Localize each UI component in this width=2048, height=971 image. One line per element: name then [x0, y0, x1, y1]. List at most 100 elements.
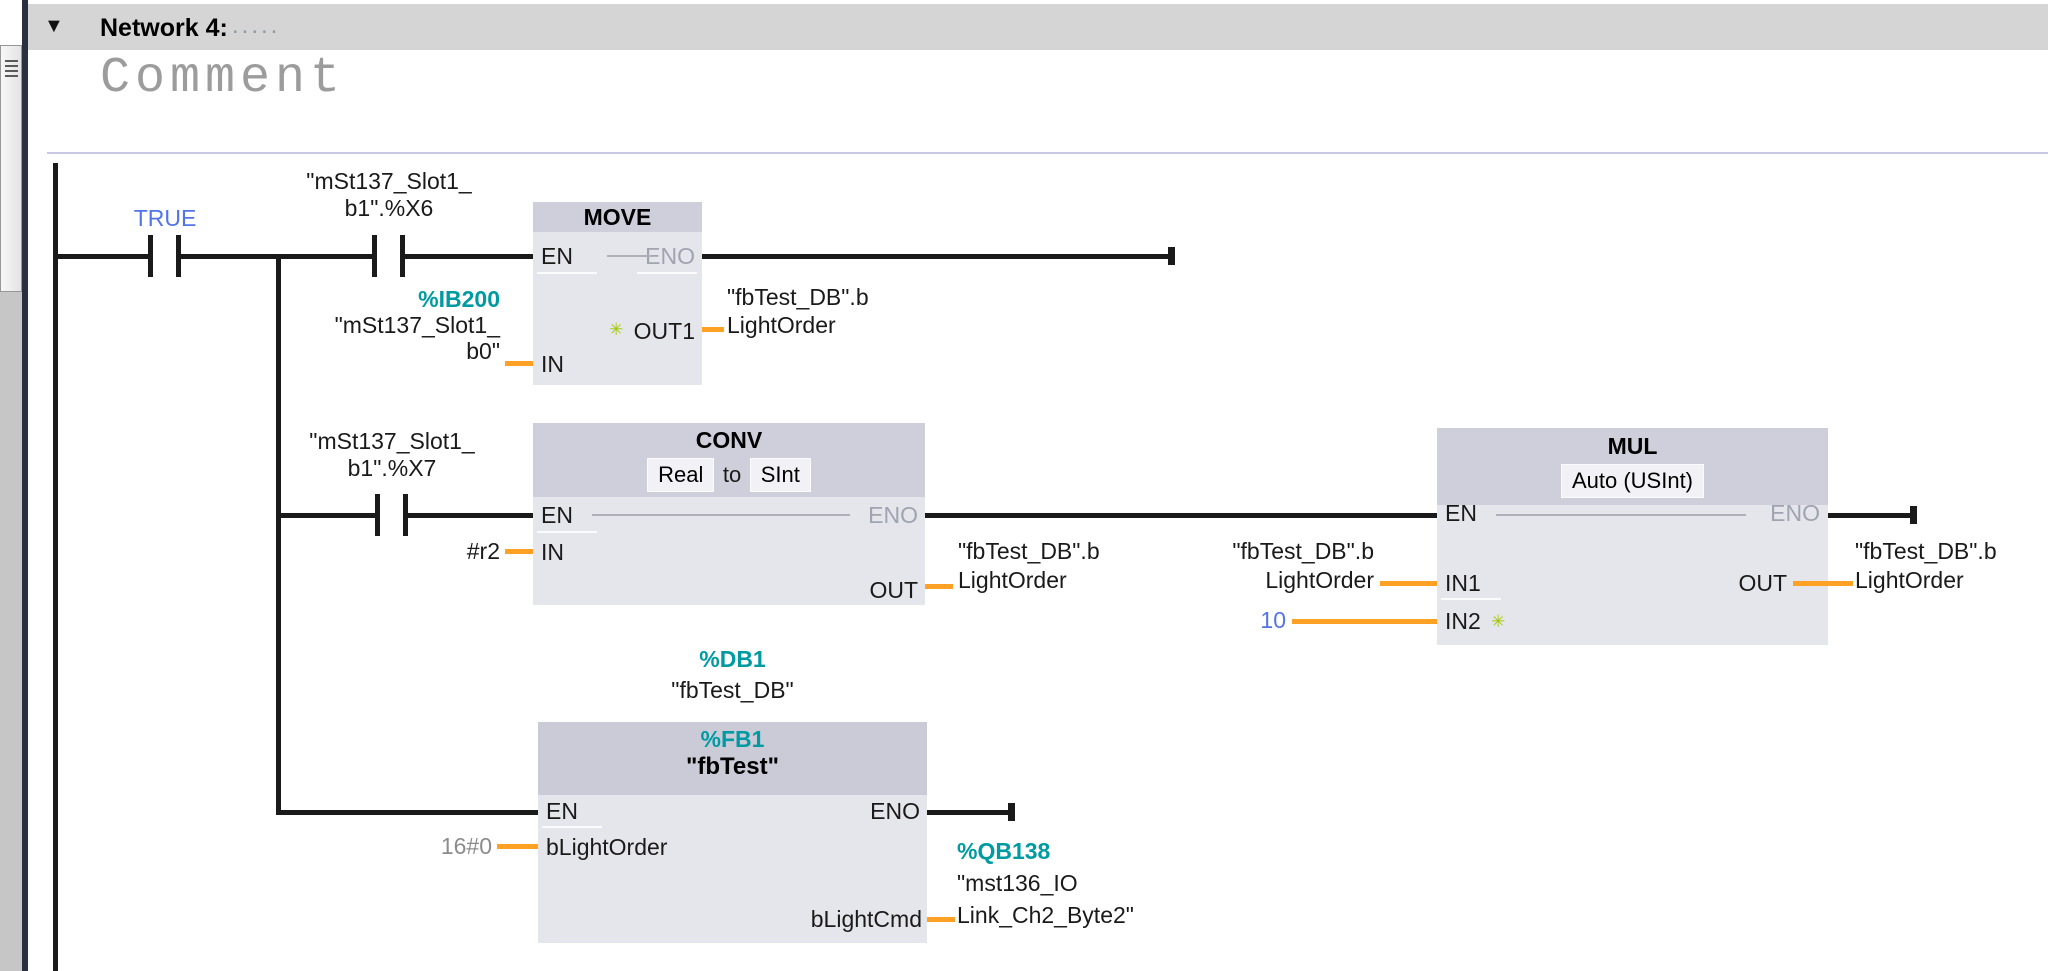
contact-bar[interactable]	[372, 235, 377, 277]
conv-eno-pin[interactable]: ENO	[868, 502, 918, 528]
wire-segment	[281, 513, 375, 518]
operand-line: LightOrder	[1855, 567, 1964, 593]
branch-wire	[276, 254, 281, 815]
mul-out-pin[interactable]: OUT	[1738, 570, 1787, 596]
mul-block[interactable]: MUL Auto (USInt)	[1437, 428, 1828, 645]
contact-bar[interactable]	[400, 235, 405, 277]
mul-in2-operand[interactable]: 10	[1260, 607, 1286, 633]
connection-wire-orange	[497, 844, 538, 849]
operand-line: LightOrder	[727, 312, 836, 338]
fb-db-address[interactable]: %DB1	[699, 646, 766, 672]
add-input-star-icon[interactable]: ✳	[1491, 612, 1506, 631]
operand-line: "fbTest_DB".b	[958, 538, 1100, 564]
comment-separator	[47, 152, 2048, 154]
panel-divider[interactable]	[22, 0, 28, 971]
wire-segment	[925, 513, 1437, 518]
pin-underline	[637, 272, 697, 274]
network-title[interactable]: Network 4:	[100, 14, 228, 42]
operand-address: %QB138	[957, 838, 1051, 864]
operand-line: "fbTest_DB".b	[1855, 538, 1997, 564]
connection-wire-orange	[925, 584, 953, 589]
connection-wire-orange	[505, 549, 533, 554]
connection-wire-orange	[505, 361, 533, 366]
contact-bar[interactable]	[375, 494, 380, 536]
left-scrollbar-thumb[interactable]	[0, 45, 22, 292]
contact-bar[interactable]	[403, 494, 408, 536]
conv-type-to-word: to	[722, 462, 742, 487]
mul-eno-pin[interactable]: ENO	[1770, 500, 1820, 526]
move-out1-pin[interactable]: OUT1	[633, 318, 695, 344]
move-in-operand[interactable]: %IB200 "mSt137_Slot1_ b0"	[297, 286, 500, 364]
fb-eno-pin[interactable]: ENO	[870, 798, 920, 824]
operand-line: b0"	[466, 338, 500, 364]
contact-x7-operand[interactable]: "mSt137_Slot1_ b1".%X7	[290, 428, 494, 482]
fb-out-operand[interactable]: %QB138 "mst136_IO Link_Ch2_Byte2"	[957, 835, 1134, 931]
mul-en-pin[interactable]: EN	[1445, 500, 1477, 526]
operand-line: "fbTest_DB".b	[727, 284, 869, 310]
fb-db-name[interactable]: "fbTest_DB"	[671, 677, 794, 703]
contact-x6-operand[interactable]: "mSt137_Slot1_ b1".%X6	[287, 168, 491, 222]
fb-in-default-operand[interactable]: 16#0	[440, 833, 492, 859]
connection-wire-orange	[1793, 581, 1853, 586]
operand-line: "mSt137_Slot1_	[306, 168, 472, 194]
wire-segment	[927, 810, 1008, 815]
wire-segment	[53, 254, 148, 259]
wire-end-tick	[1168, 247, 1175, 265]
en-eno-link	[592, 514, 850, 516]
operand-line: Link_Ch2_Byte2"	[957, 902, 1134, 928]
mul-out-operand[interactable]: "fbTest_DB".b LightOrder	[1855, 537, 1997, 595]
conv-type-to-dropdown[interactable]: SInt	[749, 458, 811, 492]
wire-segment	[181, 254, 372, 259]
conv-block[interactable]: CONV Real to SInt	[533, 423, 925, 605]
fb-name[interactable]: "fbTest"	[686, 753, 779, 780]
contact-bar[interactable]	[176, 235, 181, 277]
move-out1-operand[interactable]: "fbTest_DB".b LightOrder	[727, 283, 869, 339]
contact-bar[interactable]	[148, 235, 153, 277]
conv-out-operand[interactable]: "fbTest_DB".b LightOrder	[958, 537, 1100, 595]
collapse-triangle-icon[interactable]: ▼	[44, 15, 64, 37]
wire-segment	[702, 254, 1168, 259]
conv-type-from-dropdown[interactable]: Real	[647, 458, 715, 492]
fb-out-pin-blightcmd[interactable]: bLightCmd	[810, 906, 922, 932]
operand-line: LightOrder	[1265, 567, 1374, 593]
operand-line: "mst136_IO	[957, 870, 1078, 896]
connection-wire-orange	[1292, 619, 1437, 624]
conv-in-operand[interactable]: #r2	[466, 538, 500, 564]
wire-end-tick	[1910, 506, 1917, 524]
network-title-dots[interactable]: .....	[232, 12, 281, 39]
fb-in-pin-blightorder[interactable]: bLightOrder	[546, 834, 668, 860]
move-en-pin[interactable]: EN	[541, 243, 573, 269]
conv-en-pin[interactable]: EN	[541, 502, 573, 528]
operand-address: %IB200	[418, 286, 500, 312]
operand-line: LightOrder	[958, 567, 1067, 593]
mul-in1-operand[interactable]: "fbTest_DB".b LightOrder	[1174, 537, 1374, 595]
network-header[interactable]: ▼ Network 4: .....	[28, 4, 2048, 50]
power-rail	[53, 163, 58, 971]
pin-underline	[1441, 598, 1501, 600]
fb-en-pin[interactable]: EN	[546, 798, 578, 824]
wire-segment	[281, 810, 538, 815]
operand-line: b1".%X7	[347, 455, 437, 481]
operand-line: "fbTest_DB".b	[1232, 538, 1374, 564]
wire-end-tick	[1008, 803, 1015, 821]
pin-underline	[542, 826, 602, 828]
move-block[interactable]: MOVE	[533, 202, 702, 385]
pin-underline	[537, 272, 597, 274]
conv-out-pin[interactable]: OUT	[869, 577, 918, 603]
move-in-pin[interactable]: IN	[541, 351, 564, 377]
connection-wire-orange	[927, 917, 955, 922]
mul-mode-dropdown[interactable]: Auto (USInt)	[1560, 464, 1705, 498]
conv-in-pin[interactable]: IN	[541, 539, 564, 565]
add-output-star-icon[interactable]: ✳	[609, 320, 624, 339]
move-block-title[interactable]: MOVE	[583, 204, 652, 230]
network-comment-placeholder[interactable]: Comment	[100, 50, 346, 107]
conv-block-title[interactable]: CONV	[695, 427, 763, 453]
mul-block-title[interactable]: MUL	[1607, 433, 1658, 459]
contact-true-operand[interactable]: TRUE	[133, 205, 197, 231]
connection-wire-orange	[1380, 581, 1437, 586]
move-eno-pin[interactable]: ENO	[645, 243, 695, 269]
mul-in2-pin[interactable]: IN2	[1445, 608, 1481, 634]
mul-in1-pin[interactable]: IN1	[1445, 570, 1481, 596]
fbtest-block[interactable]: %FB1 "fbTest"	[538, 722, 927, 943]
